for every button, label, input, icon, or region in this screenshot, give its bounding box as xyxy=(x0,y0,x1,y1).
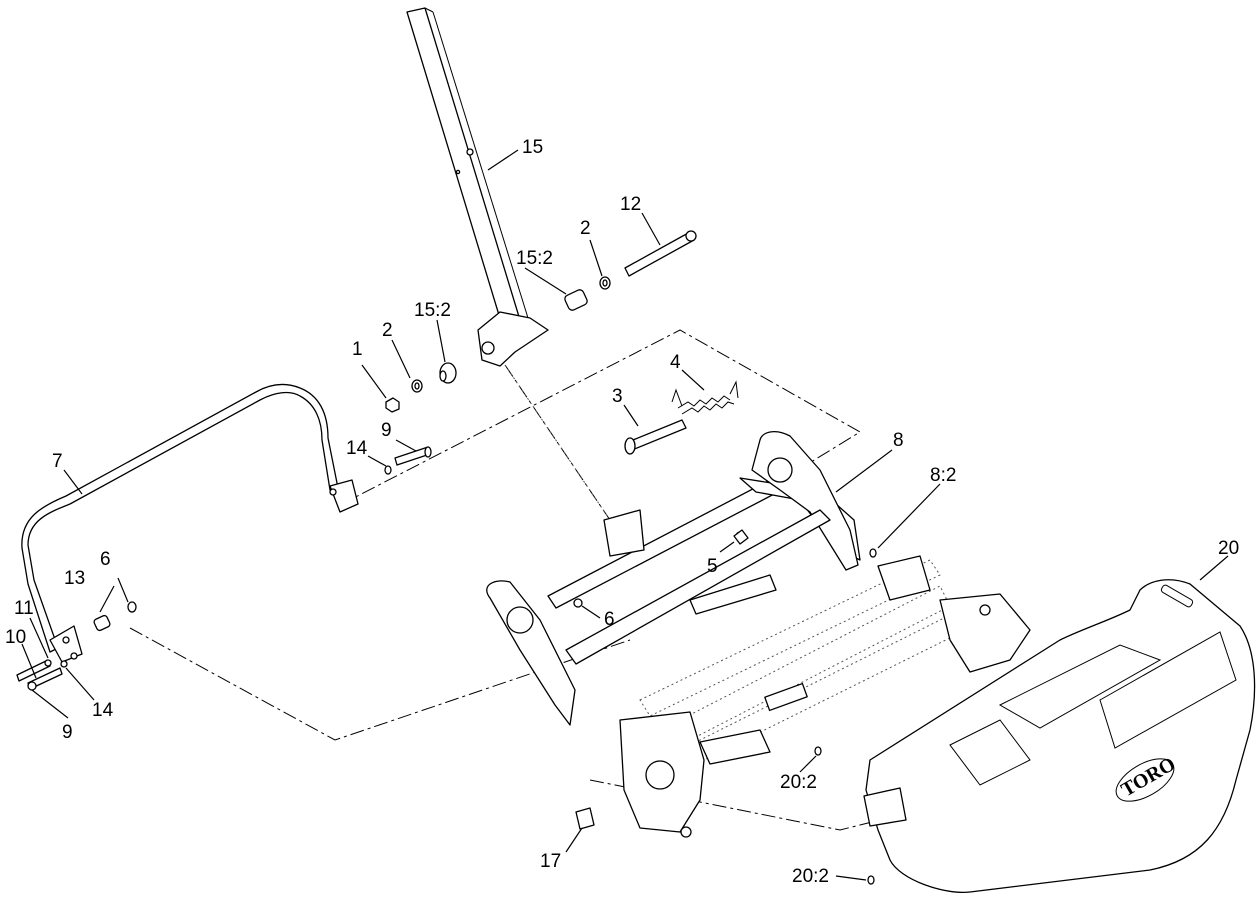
callout-7: 7 xyxy=(52,451,63,472)
callout-14-lower: 14 xyxy=(92,700,114,721)
callout-4: 4 xyxy=(670,352,681,373)
callout-15-2-lower: 15:2 xyxy=(414,300,451,321)
callout-11: 11 xyxy=(14,598,34,619)
frame xyxy=(486,430,861,726)
callout-20: 20 xyxy=(1218,538,1239,559)
pin-and-spring xyxy=(624,380,739,455)
rear-weight: TORO xyxy=(863,579,1256,894)
callout-2-upper: 2 xyxy=(580,218,591,239)
callout-3: 3 xyxy=(612,386,623,407)
callout-2-lower: 2 xyxy=(382,320,393,341)
bail-bar xyxy=(21,383,359,663)
callout-6-upper: 6 xyxy=(100,549,111,570)
callout-17: 17 xyxy=(540,851,561,872)
callout-12: 12 xyxy=(620,194,641,215)
callout-6-lower: 6 xyxy=(604,609,615,630)
pivot-hardware xyxy=(385,230,697,413)
callout-5: 5 xyxy=(707,556,718,577)
callout-15-2-upper: 15:2 xyxy=(516,248,553,269)
bail-hardware xyxy=(16,446,432,691)
callout-9-lower: 9 xyxy=(62,722,73,743)
leader-lines xyxy=(21,149,1229,881)
callout-20-2-upper: 20:2 xyxy=(780,772,817,793)
cutting-unit xyxy=(619,555,1031,838)
callout-20-2-lower: 20:2 xyxy=(792,866,829,887)
callout-labels: 15 12 2 15:2 15:2 2 1 4 3 9 14 7 8 8:2 2… xyxy=(5,137,1239,887)
callout-9-upper: 9 xyxy=(381,420,392,441)
callout-8-2: 8:2 xyxy=(930,465,956,486)
callout-14-upper: 14 xyxy=(346,438,368,459)
callout-13: 13 xyxy=(64,568,85,589)
callout-10: 10 xyxy=(5,627,26,648)
callout-1: 1 xyxy=(352,339,363,360)
callout-8: 8 xyxy=(893,430,904,451)
frame-hardware xyxy=(575,529,877,885)
handle-tube xyxy=(406,7,611,521)
callout-15: 15 xyxy=(522,137,543,158)
